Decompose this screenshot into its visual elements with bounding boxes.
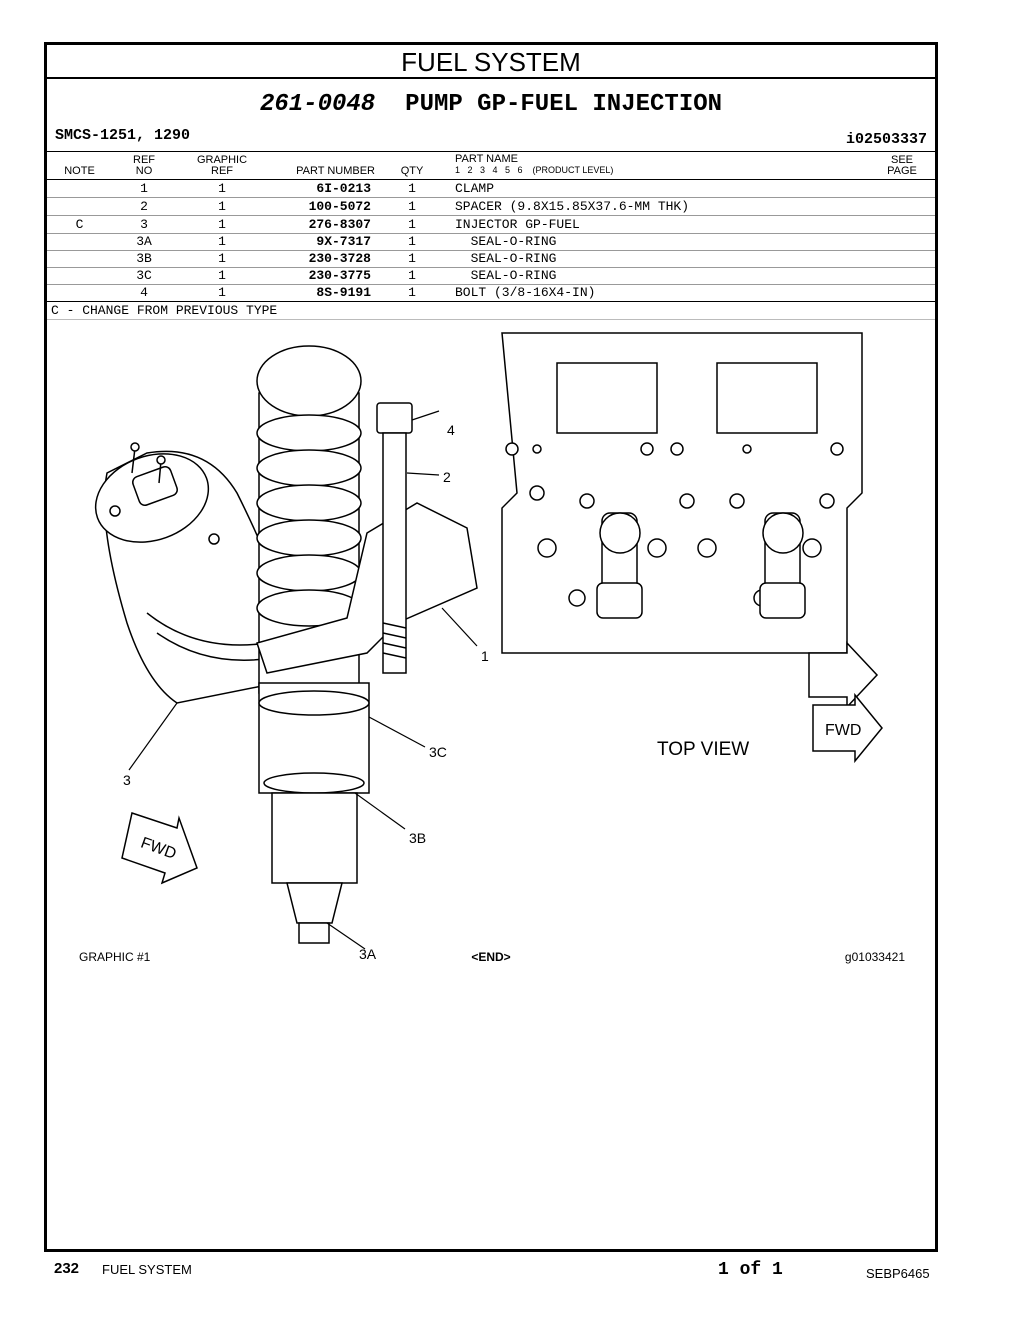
top-view-fwd-label: FWD (825, 722, 861, 739)
smcs-code: SMCS-1251, 1290 (55, 127, 191, 144)
part-name: SEAL-O-RING (455, 268, 557, 283)
part-qty: 1 (408, 181, 416, 196)
bolt-shank (382, 432, 407, 674)
callout-3c: 3C (429, 744, 447, 760)
part-row: 2 1 100-5072 1 SPACER (9.8X15.85X37.6-MM THK… (47, 198, 935, 216)
top-view-drawing (501, 332, 863, 654)
bolt-head (376, 402, 413, 434)
part-qty: 1 (408, 268, 416, 283)
part-number: 276-8307 (308, 217, 371, 232)
end-marker: <END> (471, 950, 511, 964)
header-part-number: PART NUMBER (296, 165, 375, 177)
header-top-rule (47, 151, 935, 152)
clamp (256, 502, 478, 674)
injector-body (94, 442, 298, 704)
callout-3: 3 (123, 772, 131, 788)
callout-4: 4 (447, 422, 455, 438)
part-number: 230-3775 (308, 268, 371, 283)
callout-3a: 3A (359, 946, 377, 962)
exploded-view-illustration: 4 2 1 3 3C 3B 3A FWD TOP VIEW FWD (94, 332, 883, 962)
callout-leaders (128, 410, 478, 950)
header-part-name: PART NAME (455, 153, 518, 165)
part-number: 230-3728 (308, 251, 371, 266)
page-number: 232 (54, 1260, 80, 1277)
part-graphic-ref: 1 (218, 251, 226, 266)
header-ref-top: REF (133, 154, 155, 166)
part-number: 8S-9191 (316, 285, 371, 300)
part-qty: 1 (408, 217, 416, 232)
section-title: FUEL SYSTEM (47, 45, 935, 79)
part-qty: 1 (408, 251, 416, 266)
graphic-label: GRAPHIC #1 (79, 950, 151, 964)
note-rule (47, 319, 935, 320)
injector-nozzle (271, 792, 358, 884)
header-ref-bottom: NO (135, 165, 153, 177)
part-number: 6I-0213 (316, 181, 371, 196)
part-name: BOLT (3/8-16X4-IN) (455, 285, 596, 300)
header-see-bottom: PAGE (887, 165, 917, 177)
callout-1: 1 (481, 648, 489, 664)
part-row: 3C 1 230-3775 1 SEAL-O-RING (47, 267, 935, 285)
part-row: C 3 1 276-8307 1 INJECTOR GP-FUEL (47, 216, 935, 234)
callout-3b: 3B (409, 830, 426, 846)
part-qty: 1 (408, 234, 416, 249)
callout-2: 2 (443, 469, 451, 485)
fwd-arrow-icon (121, 812, 198, 885)
group-title: 261-0048 PUMP GP-FUEL INJECTION (47, 91, 935, 118)
header-graphic-top: GRAPHIC (196, 154, 248, 166)
part-graphic-ref: 1 (218, 181, 226, 196)
part-name: INJECTOR GP-FUEL (455, 217, 580, 232)
part-graphic-ref: 1 (218, 199, 226, 214)
part-ref: 3 (140, 217, 148, 232)
part-graphic-ref: 1 (218, 234, 226, 249)
part-graphic-ref: 1 (218, 268, 226, 283)
part-graphic-ref: 1 (218, 217, 226, 232)
part-row: 3A 1 9X-7317 1 SEAL-O-RING (47, 233, 935, 251)
part-qty: 1 (408, 285, 416, 300)
part-number: 100-5072 (308, 199, 371, 214)
part-number: 9X-7317 (316, 234, 371, 249)
parts-page-frame: FUEL SYSTEM 261-0048 PUMP GP-FUEL INJECTI… (44, 42, 938, 1252)
part-name: CLAMP (455, 181, 495, 196)
top-view-fwd-arrow-icon (812, 692, 883, 764)
part-ref: 3B (136, 251, 152, 266)
footer-section: FUEL SYSTEM (102, 1262, 192, 1277)
graphic-id: g01033421 (844, 950, 905, 964)
group-name: PUMP GP-FUEL INJECTION (405, 91, 723, 118)
header-graphic-bottom: REF (211, 165, 233, 177)
top-view-label: TOP VIEW (657, 739, 749, 760)
group-number: 261-0048 (259, 91, 376, 118)
header-qty: QTY (400, 165, 424, 177)
part-qty: 1 (408, 199, 416, 214)
part-ref: 1 (140, 181, 148, 196)
part-row: 3B 1 230-3728 1 SEAL-O-RING (47, 250, 935, 268)
part-name: SPACER (9.8X15.85X37.6-MM THK) (455, 199, 690, 214)
change-note: C - CHANGE FROM PREVIOUS TYPE (51, 303, 278, 318)
page-of: 1 of 1 (718, 1260, 783, 1280)
part-ref: 4 (140, 285, 148, 300)
part-name: SEAL-O-RING (455, 251, 557, 266)
header-see-top: SEE (890, 154, 913, 166)
part-ref: 2 (140, 199, 148, 214)
top-view-arrow-icon (808, 641, 879, 709)
header-bottom-rule (47, 179, 935, 180)
part-name: SEAL-O-RING (455, 234, 557, 249)
part-row: 1 1 6I-0213 1 CLAMP (47, 180, 935, 198)
part-ref: 3A (136, 234, 152, 249)
header-product-levels: 1 2 3 4 5 6 (PRODUCT LEVEL) (455, 165, 614, 175)
part-note: C (75, 217, 84, 232)
part-graphic-ref: 1 (218, 285, 226, 300)
part-ref: 3C (136, 268, 152, 283)
document-id: SEBP6465 (866, 1266, 930, 1281)
part-row: 4 1 8S-9191 1 BOLT (3/8-16X4-IN) (47, 284, 935, 302)
illustration-id: i02503337 (845, 131, 927, 148)
header-note: NOTE (64, 165, 95, 177)
